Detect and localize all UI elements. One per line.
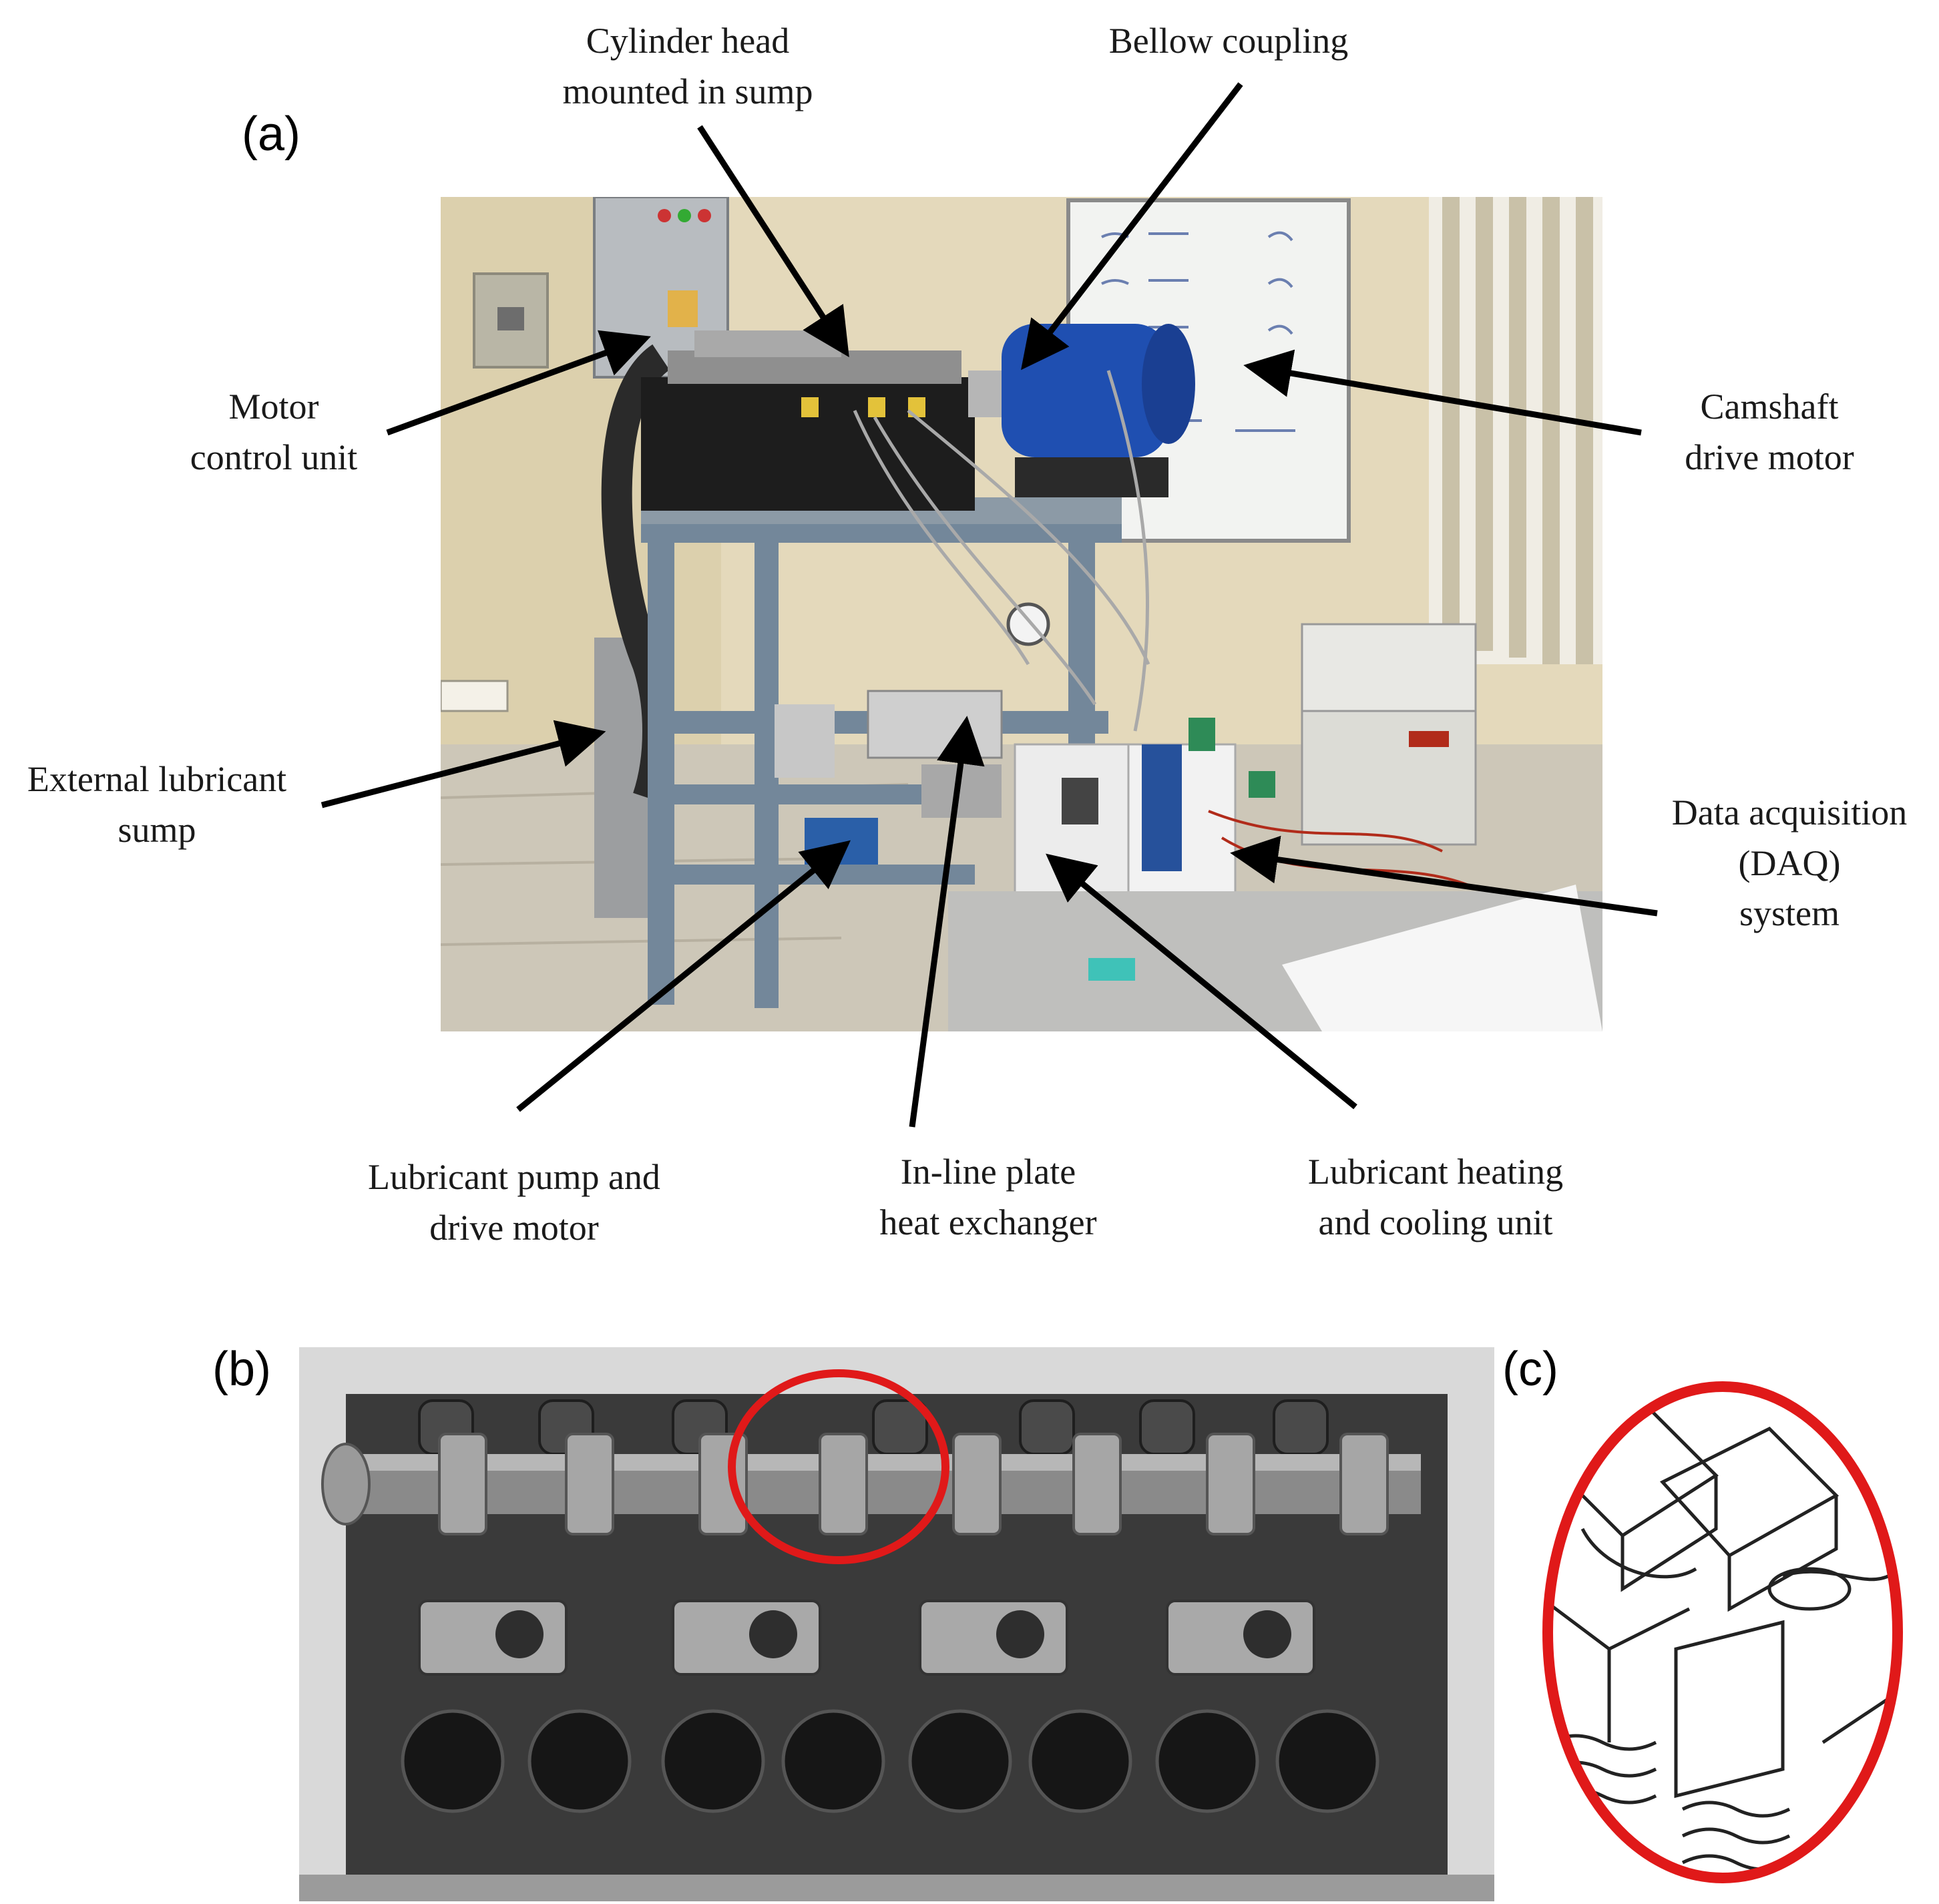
arrow-daq <box>1230 835 1658 917</box>
arrow-heat-exchanger <box>909 716 985 1128</box>
camshaft-photo <box>299 1347 1494 1901</box>
panel-label-c: (c) <box>1502 1343 1558 1396</box>
panel-label-a: (a) <box>242 107 300 161</box>
arrow-heating-cooling <box>1046 853 1357 1110</box>
arrow-camshaft-motor <box>1243 349 1642 436</box>
label-daq-system: Data acquisition(DAQ)system <box>1671 792 1908 934</box>
arrow-motor-control <box>386 330 651 436</box>
arrow-external-sump <box>320 720 606 808</box>
label-bellow-coupling: Bellow coupling <box>1108 21 1349 61</box>
highlight-circle-c <box>1542 1381 1903 1883</box>
arrow-cylinder-head <box>697 125 849 358</box>
arrow-bellow-coupling <box>1021 82 1243 371</box>
panel-label-b: (b) <box>212 1343 271 1396</box>
arrow-pump <box>516 840 851 1112</box>
highlight-circle-b <box>728 1369 949 1564</box>
